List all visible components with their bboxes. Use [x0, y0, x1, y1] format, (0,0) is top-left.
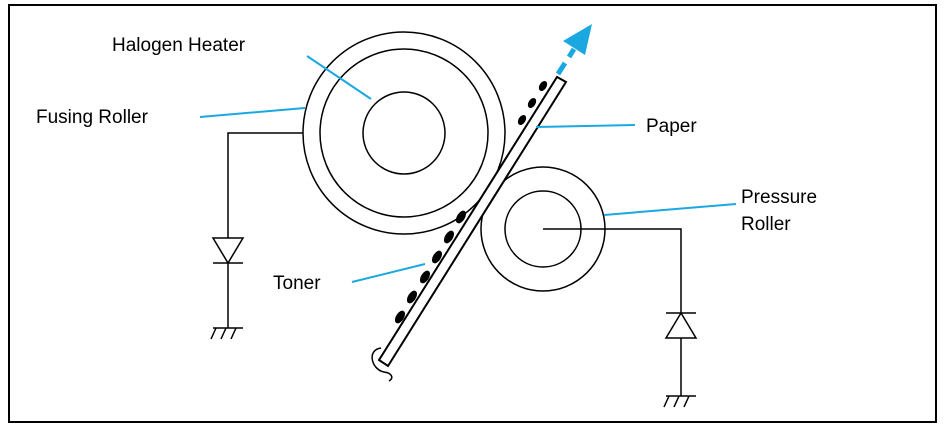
- leader-fusing-roller: [199, 107, 306, 118]
- label-pressure-roller-line1: Pressure: [741, 187, 817, 208]
- paper-direction-arrow-icon: [555, 24, 592, 76]
- toner-bump: [394, 310, 406, 324]
- leader-paper: [535, 124, 636, 128]
- ground-icon: [210, 327, 243, 340]
- ground-icon: [663, 395, 696, 408]
- pressure-roller-wire: [543, 228, 682, 313]
- toner-bump: [443, 230, 455, 244]
- label-toner: Toner: [273, 273, 321, 294]
- label-pressure-roller-line2: Roller: [741, 214, 791, 235]
- label-paper: Paper: [646, 116, 697, 137]
- arrow-shaft-dash: [566, 47, 577, 59]
- paper: [377, 75, 568, 368]
- leader-lines: [199, 55, 737, 283]
- fusing-roller-circuit: [210, 132, 303, 340]
- leader-toner: [351, 263, 426, 283]
- toner-particles: [394, 80, 548, 324]
- fusing-roller: [302, 31, 506, 235]
- toner-bump: [406, 290, 418, 304]
- halogen-heater: [362, 91, 446, 175]
- fusing-roller-wire: [227, 132, 303, 238]
- arrow-head: [563, 24, 592, 55]
- arrow-shaft-dash: [555, 61, 568, 76]
- diode-icon: [664, 311, 698, 339]
- toner-bump: [517, 114, 527, 126]
- leader-pressure-roller: [603, 203, 737, 216]
- pressure-roller-circuit: [543, 228, 698, 408]
- toner-bump: [455, 210, 467, 224]
- paper-curl: [371, 347, 393, 382]
- toner-bump: [527, 97, 537, 109]
- leader-halogen-heater: [306, 55, 372, 100]
- toner-bump: [419, 270, 431, 284]
- fusing-roller-inner: [319, 48, 489, 218]
- toner-bump: [538, 80, 548, 92]
- diagram-frame: [8, 4, 937, 423]
- diode-icon: [211, 237, 245, 265]
- label-halogen-heater: Halogen Heater: [112, 35, 246, 56]
- toner-bump: [431, 250, 443, 264]
- fusing-roller-outer: [302, 31, 506, 235]
- label-fusing-roller: Fusing Roller: [36, 107, 149, 128]
